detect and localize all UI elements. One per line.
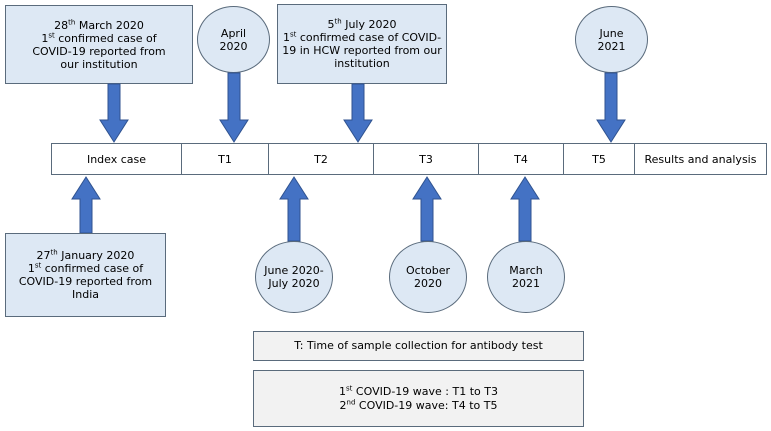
down-arrow-icon — [99, 83, 129, 143]
timeline-segment-results: Results and analysis — [644, 152, 757, 166]
date-circle-april-2020: April 2020 — [197, 6, 270, 73]
event-box-first-india-case: 27th January 2020 1st confirmed case of … — [5, 233, 166, 317]
date-circle-june-2021: June 2021 — [575, 6, 648, 73]
down-arrow-icon — [343, 83, 373, 143]
timeline-segment-t1: T1 — [182, 144, 269, 174]
up-arrow-icon — [71, 176, 101, 234]
timeline-bar: Index case T1 T2 T3 T4 T5 Results and an… — [51, 143, 767, 175]
timeline-segment-t3: T3 — [374, 144, 479, 174]
timeline-segment-index-case: Index case — [52, 144, 182, 174]
waves-note: 1st COVID-19 wave : T1 to T3 2nd COVID-1… — [253, 370, 584, 427]
event-box-first-hcw-case: 5th July 2020 1st confirmed case of COVI… — [277, 4, 447, 84]
date-circle-october-2020: October 2020 — [389, 241, 467, 313]
up-arrow-icon — [510, 176, 540, 242]
date-circle-march-2021: March 2021 — [487, 241, 565, 313]
timeline-segment-t5: T5 — [564, 144, 635, 174]
event-box-first-institution-case: 28th March 2020 1st confirmed case of CO… — [5, 5, 193, 84]
down-arrow-icon — [219, 72, 249, 143]
timeline-segment-t2: T2 — [269, 144, 374, 174]
date-circle-june-july-2020: June 2020- July 2020 — [255, 241, 333, 313]
up-arrow-icon — [279, 176, 309, 242]
down-arrow-icon — [596, 72, 626, 143]
timeline-segment-t4: T4 — [479, 144, 564, 174]
legend-note: T: Time of sample collection for antibod… — [253, 331, 584, 361]
up-arrow-icon — [412, 176, 442, 242]
